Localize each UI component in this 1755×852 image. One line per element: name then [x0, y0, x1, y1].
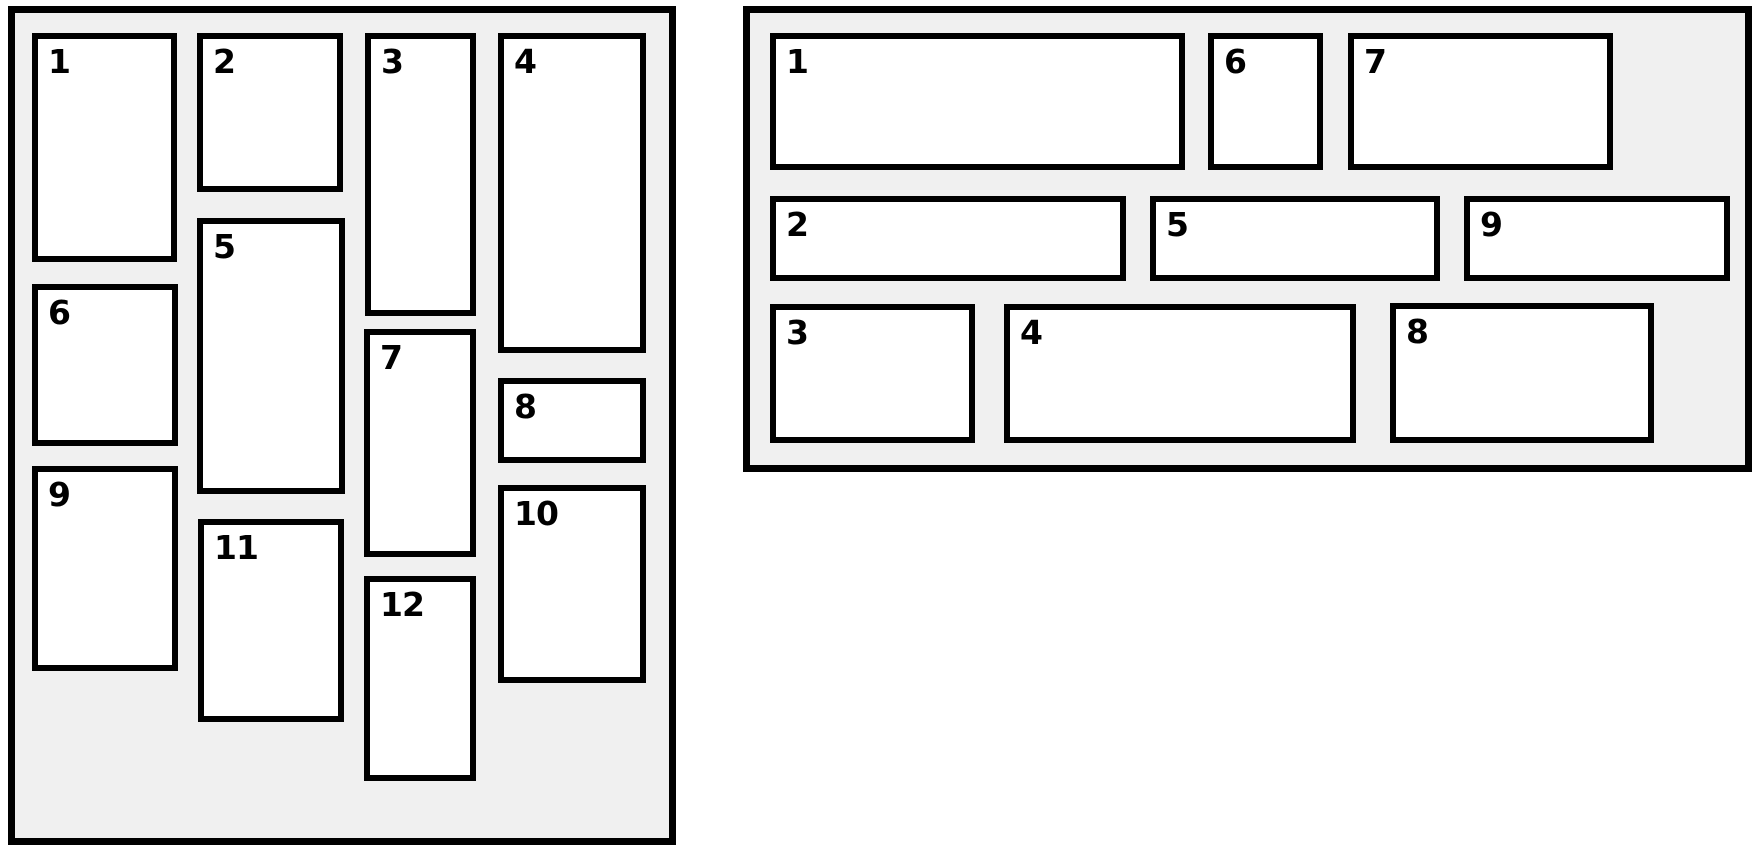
masonry-box-9: 9	[32, 466, 178, 671]
box-number: 8	[514, 387, 537, 426]
box-number: 3	[786, 313, 809, 352]
masonry-box-4: 4	[1004, 304, 1356, 443]
box-number: 4	[514, 42, 537, 81]
masonry-box-11: 11	[198, 519, 344, 722]
masonry-box-9: 9	[1464, 196, 1730, 281]
box-number: 10	[514, 494, 559, 533]
masonry-panel-horizontal: 1 6 7 2 5 9 3 4 8	[743, 6, 1752, 472]
box-number: 2	[213, 42, 236, 81]
masonry-box-7: 7	[1348, 33, 1613, 170]
masonry-box-8: 8	[1390, 303, 1654, 443]
box-number: 6	[1224, 42, 1247, 81]
masonry-box-2: 2	[197, 33, 343, 192]
masonry-box-10: 10	[498, 485, 646, 683]
box-number: 4	[1020, 313, 1043, 352]
masonry-box-2: 2	[770, 196, 1126, 281]
masonry-box-5: 5	[197, 218, 345, 494]
masonry-box-1: 1	[770, 33, 1185, 170]
masonry-box-6: 6	[1208, 33, 1323, 170]
masonry-box-7: 7	[364, 329, 476, 557]
masonry-box-3: 3	[365, 33, 476, 316]
masonry-box-12: 12	[364, 576, 476, 781]
box-number: 8	[1406, 312, 1429, 351]
box-number: 12	[380, 585, 425, 624]
masonry-box-8: 8	[498, 378, 646, 463]
masonry-box-1: 1	[32, 33, 177, 262]
masonry-box-6: 6	[32, 284, 178, 446]
box-number: 1	[786, 42, 809, 81]
masonry-box-5: 5	[1150, 196, 1440, 281]
masonry-box-4: 4	[498, 33, 646, 353]
box-number: 6	[48, 293, 71, 332]
box-number: 5	[1166, 205, 1189, 244]
box-number: 7	[380, 338, 403, 377]
box-number: 11	[214, 528, 259, 567]
box-number: 9	[1480, 205, 1503, 244]
masonry-box-3: 3	[770, 304, 975, 443]
box-number: 9	[48, 475, 71, 514]
box-number: 3	[381, 42, 404, 81]
box-number: 7	[1364, 42, 1387, 81]
box-number: 2	[786, 205, 809, 244]
box-number: 1	[48, 42, 71, 81]
box-number: 5	[213, 227, 236, 266]
